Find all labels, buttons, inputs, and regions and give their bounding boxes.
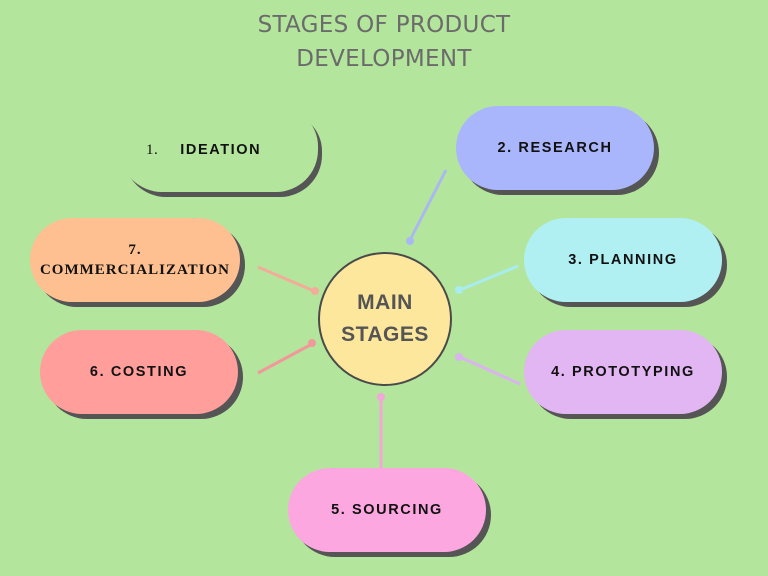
center-line-2: STAGES bbox=[341, 323, 429, 346]
connector-dot-costing bbox=[308, 339, 316, 347]
stage-planning: 3. PLANNING bbox=[524, 218, 722, 302]
stage-research-label: 2. RESEARCH bbox=[497, 140, 613, 156]
center-line-1: MAIN bbox=[357, 291, 413, 314]
connector-dot-commercialization bbox=[311, 287, 319, 295]
connector-dot-prototyping bbox=[455, 353, 463, 361]
stage-prototyping: 4. PROTOTYPING bbox=[524, 330, 722, 414]
connector-prototyping bbox=[459, 355, 521, 386]
stage-costing-label: 6. COSTING bbox=[89, 364, 189, 380]
title-line-1: STAGES OF PRODUCT bbox=[257, 12, 511, 38]
stage-research: 2. RESEARCH bbox=[456, 106, 654, 190]
main-stages-circle: MAIN STAGES bbox=[318, 252, 452, 386]
connector-costing bbox=[257, 342, 313, 375]
stage-planning-label: 3. PLANNING bbox=[568, 252, 678, 268]
stage-commercialization-number: 7. bbox=[128, 242, 142, 258]
stage-commercialization-label: COMMERCIALIZATION bbox=[39, 262, 231, 278]
stage-sourcing: 5. SOURCING bbox=[288, 468, 486, 552]
stage-sourcing-label: 5. SOURCING bbox=[331, 502, 443, 518]
connector-dot-research bbox=[406, 237, 414, 245]
stage-ideation-label: IDEATION bbox=[180, 142, 262, 158]
stage-costing: 6. COSTING bbox=[40, 330, 238, 414]
connector-planning bbox=[459, 264, 519, 292]
connector-commercialization bbox=[257, 265, 315, 293]
stage-ideation: 1. IDEATION bbox=[120, 108, 318, 192]
title-line-2: DEVELOPMENT bbox=[296, 46, 472, 72]
diagram-title: STAGES OF PRODUCT DEVELOPMENT bbox=[0, 8, 768, 76]
connector-research bbox=[408, 169, 448, 241]
connector-dot-planning bbox=[455, 286, 463, 294]
stage-ideation-number: 1. bbox=[146, 141, 159, 158]
stage-commercialization: 7. COMMERCIALIZATION bbox=[30, 218, 240, 302]
stage-prototyping-label: 4. PROTOTYPING bbox=[551, 364, 695, 380]
connector-dot-sourcing bbox=[377, 393, 385, 401]
